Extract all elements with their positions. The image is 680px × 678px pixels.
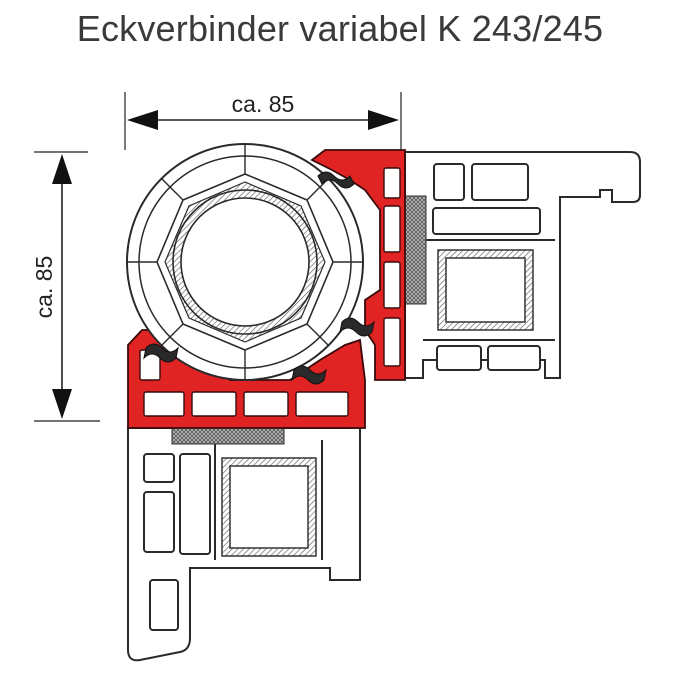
steel-reinforcement-right xyxy=(437,249,534,331)
width-label: ca. 85 xyxy=(232,91,295,117)
bottom-frame-profile xyxy=(127,427,361,662)
seal-gaskets xyxy=(143,171,375,385)
roller-shaft xyxy=(126,143,364,381)
height-dimension: ca. 85 xyxy=(31,151,100,422)
height-label: ca. 85 xyxy=(31,256,57,319)
diagram-title: Eckverbinder variabel K 243/245 xyxy=(76,8,604,49)
mesh-gasket-right xyxy=(403,195,427,305)
steel-reinforcement-bottom xyxy=(221,457,317,557)
width-dimension: ca. 85 xyxy=(124,91,402,150)
connector-chambers xyxy=(139,167,401,417)
